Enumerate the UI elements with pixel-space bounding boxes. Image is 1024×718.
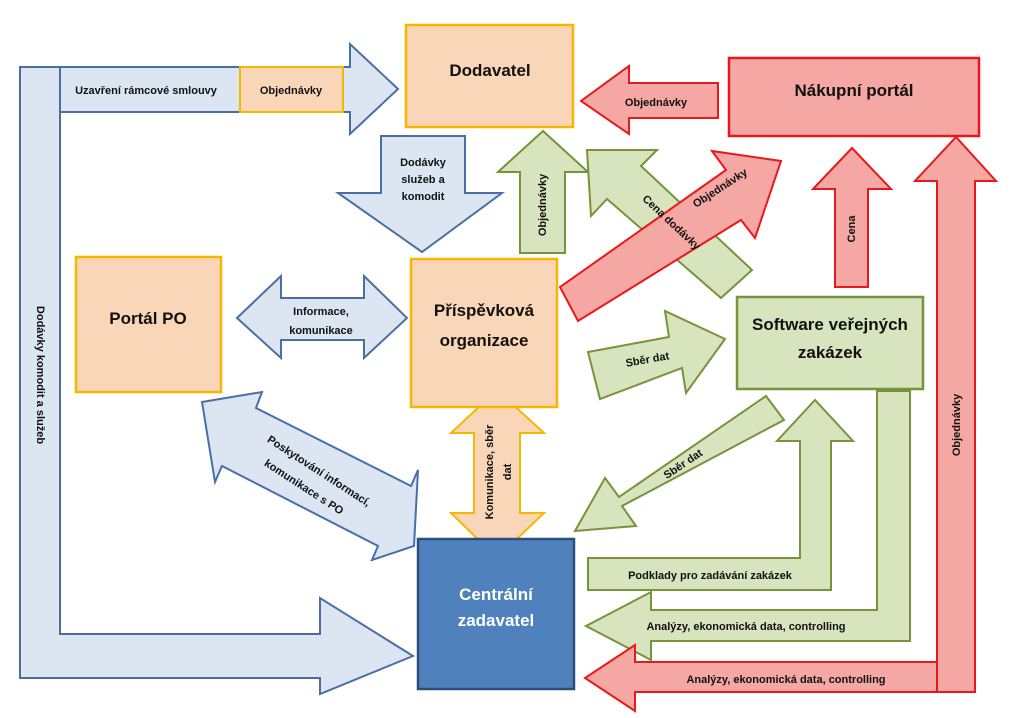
arrow-analyzy-red [583, 643, 938, 713]
node-centralni-label-1: Centrální [459, 585, 534, 604]
label-uzavreni-smlouvy: Uzavření rámcové smlouvy [75, 85, 218, 97]
node-prispevkova-label-1: Příspěvková [434, 301, 535, 320]
arrow-sber-dat-right [586, 309, 727, 401]
arrow-dodavky-sluzeb [334, 135, 506, 254]
arrow-objednavky-right [912, 135, 999, 693]
arrow-sber-dat-down [573, 394, 786, 533]
label-komunikace-2: dat [502, 463, 514, 480]
arrow-poskytovani-informaci [200, 390, 419, 562]
arrow-objednavky-up [495, 129, 591, 254]
node-centralni-zadavatel [416, 537, 576, 691]
node-portal-po [74, 255, 223, 394]
node-prispevkova-organizace [409, 257, 559, 409]
label-komunikace-1: Komunikace, sběr [484, 424, 496, 519]
arrow-objednavky-portal [579, 64, 719, 136]
node-nakupni-portal [727, 56, 981, 138]
arrow-analyzy-green [583, 390, 911, 662]
label-dodavky-komodit: Dodávky komodit a služeb [34, 306, 46, 444]
label-dodavky-2: služeb a [401, 174, 445, 186]
label-objednavky-up: Objednávky [537, 173, 549, 236]
label-objednavky-portal: Objednávky [625, 97, 688, 109]
label-objednavky-top: Objednávky [260, 85, 323, 97]
label-dodavky-1: Dodávky [400, 157, 447, 169]
label-analyzy-green: Analýzy, ekonomická data, controlling [646, 621, 845, 633]
node-prispevkova-label-2: organizace [440, 331, 529, 350]
node-nakupni-portal-label: Nákupní portál [794, 81, 913, 100]
node-software-zakazek [735, 295, 925, 391]
arrow-objednavky-diag [558, 149, 783, 323]
box-objednavky-top [239, 66, 344, 113]
label-podklady: Podklady pro zadávání zakázek [628, 570, 793, 582]
node-software-label-2: zakázek [798, 343, 863, 362]
label-informace-2: komunikace [289, 325, 353, 337]
node-dodavatel-label: Dodavatel [449, 61, 530, 80]
label-objednavky-right: Objednávky [951, 393, 963, 456]
arrow-podklady [587, 398, 856, 591]
label-dodavky-3: komodit [402, 191, 445, 203]
label-cena: Cena [846, 215, 858, 243]
label-informace-1: Informace, [293, 306, 349, 318]
node-software-label-1: Software veřejných [752, 315, 908, 334]
arrow-komunikace-sber [448, 388, 547, 560]
node-centralni-label-2: zadavatel [458, 611, 535, 630]
arrow-informace-komunikace [235, 273, 409, 361]
arrow-cena [810, 146, 894, 288]
arrow-dodavky-komodit [19, 66, 416, 696]
node-dodavatel [404, 23, 575, 129]
label-analyzy-red: Analýzy, ekonomická data, controlling [686, 674, 885, 686]
node-portal-po-label: Portál PO [109, 309, 186, 328]
